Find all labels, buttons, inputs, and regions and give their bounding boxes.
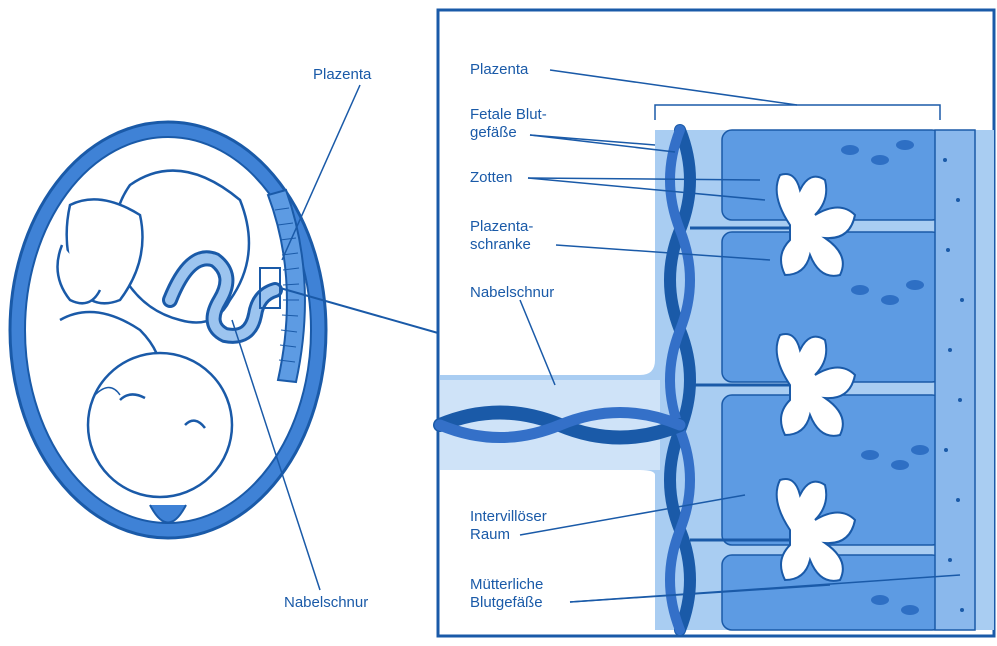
label-placenta-right: Plazenta [470,61,528,79]
label-placental-barrier-line2: schranke [470,236,531,254]
label-maternal-vessels-line1: Mütterliche [470,576,543,594]
label-villi: Zotten [470,169,513,187]
label-placental-barrier-line1: Plazenta- [470,218,533,236]
label-fetal-vessels-line1: Fetale Blut- [470,106,547,124]
label-umbilical-cord-right: Nabelschnur [470,284,554,302]
label-maternal-vessels-line2: Blutgefäße [470,594,543,612]
label-umbilical-cord-left: Nabelschnur [284,594,368,612]
label-intervillous-line1: Intervillöser [470,508,547,526]
label-placenta-left: Plazenta [313,66,371,84]
maternal-column [935,130,975,630]
leader-placenta-left [282,85,360,260]
label-intervillous-line2: Raum [470,526,510,544]
label-fetal-vessels-line2: gefäße [470,124,517,142]
